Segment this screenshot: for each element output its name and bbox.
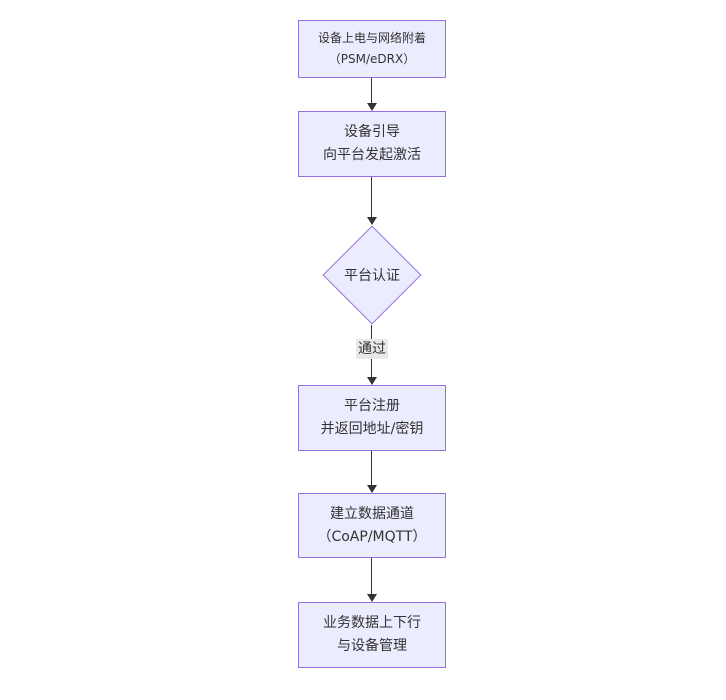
node-label-line: （PSM/eDRX） [328,52,416,66]
edge-register-to-channel [371,451,372,485]
arrowhead-icon [367,377,377,385]
node-platform-auth: 平台认证 [322,225,422,325]
node-label-line: 平台认证 [344,268,400,284]
node-business-data: 业务数据上下行 与设备管理 [298,602,446,668]
node-bootstrap: 设备引导 向平台发起激活 [298,111,446,177]
edge-channel-to-business [371,558,372,594]
node-label-line: （CoAP/MQTT） [317,528,427,545]
arrowhead-icon [367,217,377,225]
node-label-line: 设备引导 [344,124,400,140]
edge-label-pass: 通过 [356,339,388,359]
node-label-line: 建立数据通道 [330,505,414,522]
edge-power-to-bootstrap [371,78,372,103]
node-label-line: 设备上电与网络附着 [317,31,426,45]
node-power-attach: 设备上电与网络附着 （PSM/eDRX） [298,20,446,78]
node-label-line: 业务数据上下行 [323,615,421,631]
arrowhead-icon [367,594,377,602]
node-label-line: 向平台发起激活 [323,147,421,163]
node-register: 平台注册 并返回地址/密钥 [298,385,446,451]
arrowhead-icon [367,103,377,111]
node-label-line: 与设备管理 [337,638,407,654]
edge-bootstrap-to-auth [371,177,372,217]
node-label-line: 并返回地址/密钥 [320,421,424,437]
node-data-channel: 建立数据通道 （CoAP/MQTT） [298,493,446,558]
arrowhead-icon [367,485,377,493]
node-label-line: 平台注册 [344,398,400,414]
